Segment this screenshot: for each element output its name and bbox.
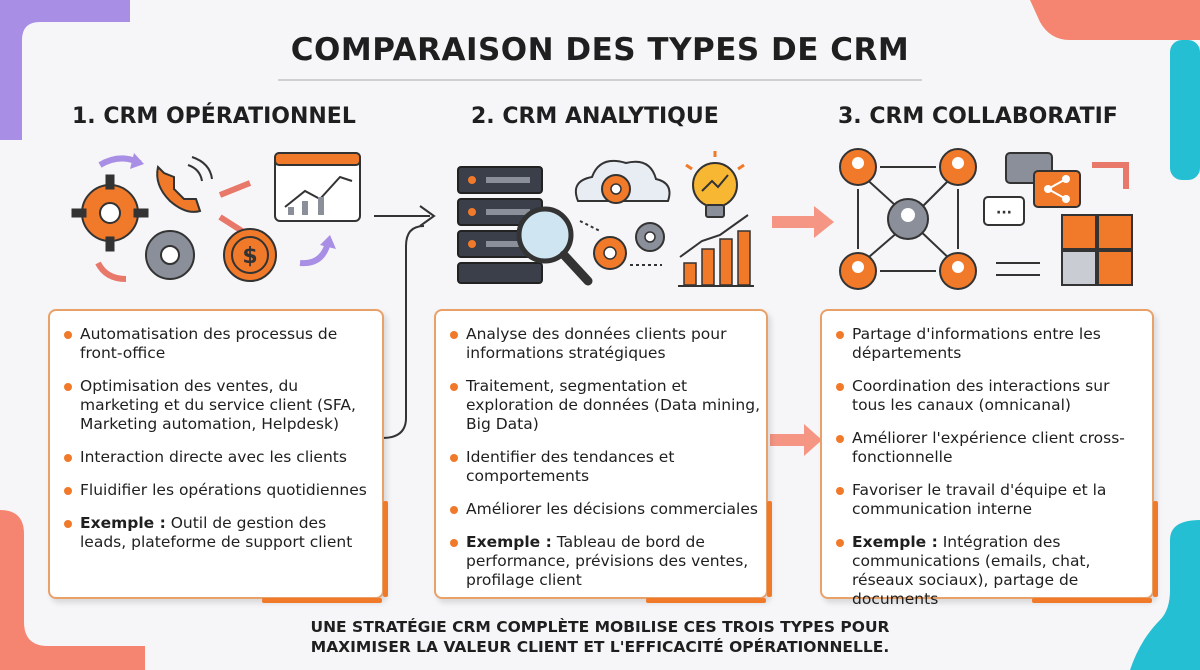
card-accent-bottom xyxy=(646,598,766,603)
column-heading-operationnel: 1. CRM OPÉRATIONNEL xyxy=(72,104,356,129)
card-accent-bottom xyxy=(262,598,382,603)
illustration-analytique xyxy=(457,151,754,287)
example-label: Exemple : xyxy=(852,533,938,551)
corner-coral-top-decoration xyxy=(1030,0,1200,40)
example-text: Outil de gestion des leads, plateforme d… xyxy=(80,514,353,551)
list-item: Partage d'informations entre les départe… xyxy=(836,325,1146,363)
list-item: Coordination des interactions sur tous l… xyxy=(836,377,1146,415)
card-analytique: Analyse des données clients pour informa… xyxy=(434,309,772,603)
illustration-collaboratif: ··· xyxy=(839,148,1133,290)
card-accent-bottom xyxy=(1032,598,1152,603)
list-item: Interaction directe avec les clients xyxy=(64,448,376,467)
dollar-coin-icon: $ xyxy=(223,228,277,282)
footer-line-2: MAXIMISER LA VALEUR CLIENT ET L'EFFICACI… xyxy=(310,638,890,656)
card-collaboratif: Partage d'informations entre les départe… xyxy=(820,309,1158,608)
share-icon xyxy=(1033,170,1081,208)
list-item: Automatisation des processus de front-of… xyxy=(64,325,376,363)
list-item: Favoriser le travail d'équipe et la comm… xyxy=(836,481,1146,519)
list-item-example: Exemple : Tableau de bord de performance… xyxy=(450,533,760,590)
corner-teal-right-decoration xyxy=(1170,40,1200,180)
arrow-card-2-to-3 xyxy=(770,424,822,456)
list-item: Améliorer l'expérience client cross-fonc… xyxy=(836,429,1146,467)
arrow-illus-1-to-2 xyxy=(374,205,436,227)
card-accent-right xyxy=(1153,501,1158,597)
lightbulb-icon xyxy=(685,151,745,218)
example-text: Tableau de bord de performance, prévisio… xyxy=(466,533,749,589)
magnifier-icon xyxy=(516,206,593,286)
chart-window-icon xyxy=(274,152,361,222)
server-icon xyxy=(457,166,543,284)
bar-chart-icon xyxy=(678,214,754,287)
phone-icon xyxy=(156,156,213,213)
list-item-example: Exemple : Outil de gestion des leads, pl… xyxy=(64,514,376,552)
page-title: COMPARAISON DES TYPES DE CRM xyxy=(290,32,910,68)
corner-teal-bottom-right-decoration xyxy=(1130,520,1200,670)
svg-text:···: ··· xyxy=(996,205,1012,221)
cloud-gear-icon xyxy=(574,159,671,204)
people-network-icon xyxy=(839,148,977,290)
list-item: Identifier des tendances et comportement… xyxy=(450,448,760,486)
list-item: Optimisation des ventes, du marketing et… xyxy=(64,377,376,434)
list-item: Fluidifier les opérations quotidiennes xyxy=(64,481,376,500)
illustration-operationnel: $ xyxy=(71,152,361,282)
svg-text:$: $ xyxy=(242,244,257,269)
corner-purple-decoration xyxy=(0,0,130,140)
column-heading-analytique: 2. CRM ANALYTIQUE xyxy=(471,104,719,129)
example-text: Intégration des communications (emails, … xyxy=(852,533,1091,608)
puzzle-icon xyxy=(1061,214,1133,286)
footer-line-1: UNE STRATÉGIE CRM COMPLÈTE MOBILISE CES … xyxy=(310,618,890,636)
list-item: Traitement, segmentation et exploration … xyxy=(450,377,760,434)
example-label: Exemple : xyxy=(466,533,552,551)
gear-grey-icon xyxy=(145,230,195,280)
gear-icon xyxy=(71,174,149,252)
example-label: Exemple : xyxy=(80,514,166,532)
card-accent-right xyxy=(383,501,388,597)
column-heading-collaboratif: 3. CRM COLLABORATIF xyxy=(838,104,1118,129)
list-item-example: Exemple : Intégration des communications… xyxy=(836,533,1146,609)
card-accent-right xyxy=(767,501,772,597)
arrow-illus-2-to-3 xyxy=(772,206,834,238)
card-operationnel: Automatisation des processus de front-of… xyxy=(48,309,388,603)
list-item: Améliorer les décisions commerciales xyxy=(450,500,760,519)
corner-coral-bottom-left-decoration xyxy=(0,510,145,670)
arrow-card-1-to-illus-2 xyxy=(381,225,425,439)
list-item: Analyse des données clients pour informa… xyxy=(450,325,760,363)
title-divider xyxy=(278,79,922,81)
footer-summary: UNE STRATÉGIE CRM COMPLÈTE MOBILISE CES … xyxy=(0,617,1200,657)
